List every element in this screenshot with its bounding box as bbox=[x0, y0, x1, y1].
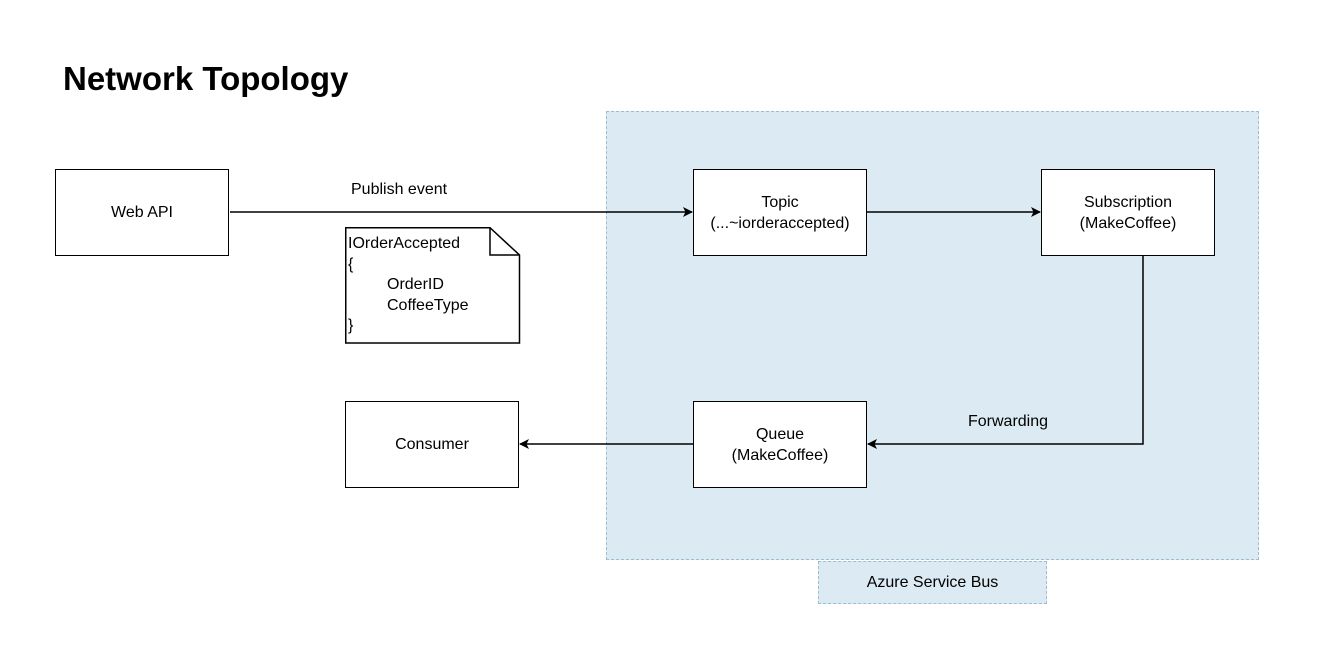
topic-node[interactable]: Topic (...~iorderaccepted) bbox=[693, 169, 867, 256]
queue-title: Queue bbox=[755, 425, 805, 443]
topic-title: Topic bbox=[761, 193, 799, 211]
forwarding-arrow bbox=[867, 256, 1144, 449]
publish-event-label: Publish event bbox=[351, 181, 448, 198]
message-contract-note[interactable]: IOrderAccepted { OrderID CoffeeType } bbox=[345, 227, 521, 344]
note-line-interface: IOrderAccepted bbox=[348, 235, 461, 252]
note-line-close-brace: } bbox=[348, 317, 354, 334]
note-text: IOrderAccepted { OrderID CoffeeType } bbox=[348, 234, 469, 337]
consumer-label: Consumer bbox=[395, 436, 469, 453]
note-line-field: OrderID bbox=[387, 276, 444, 293]
note-line-field: CoffeeType bbox=[387, 296, 469, 314]
consumer-node[interactable]: Consumer bbox=[345, 401, 519, 488]
queue-node[interactable]: Queue (MakeCoffee) bbox=[693, 401, 867, 488]
azure-service-bus-label: Azure Service Bus bbox=[818, 561, 1047, 604]
topic-name: (...~iorderaccepted) bbox=[710, 214, 850, 232]
note-line-open-brace: { bbox=[348, 255, 354, 273]
page-title: Network Topology bbox=[63, 60, 349, 97]
subscription-name: (MakeCoffee) bbox=[1079, 214, 1177, 232]
subscription-node[interactable]: Subscription (MakeCoffee) bbox=[1041, 169, 1215, 256]
queue-name: (MakeCoffee) bbox=[731, 446, 829, 464]
subscription-title: Subscription bbox=[1083, 193, 1173, 211]
web-api-label: Web API bbox=[111, 204, 173, 221]
forwarding-label: Forwarding bbox=[968, 413, 1049, 430]
web-api-node[interactable]: Web API bbox=[55, 169, 229, 256]
note-shape bbox=[345, 227, 521, 344]
